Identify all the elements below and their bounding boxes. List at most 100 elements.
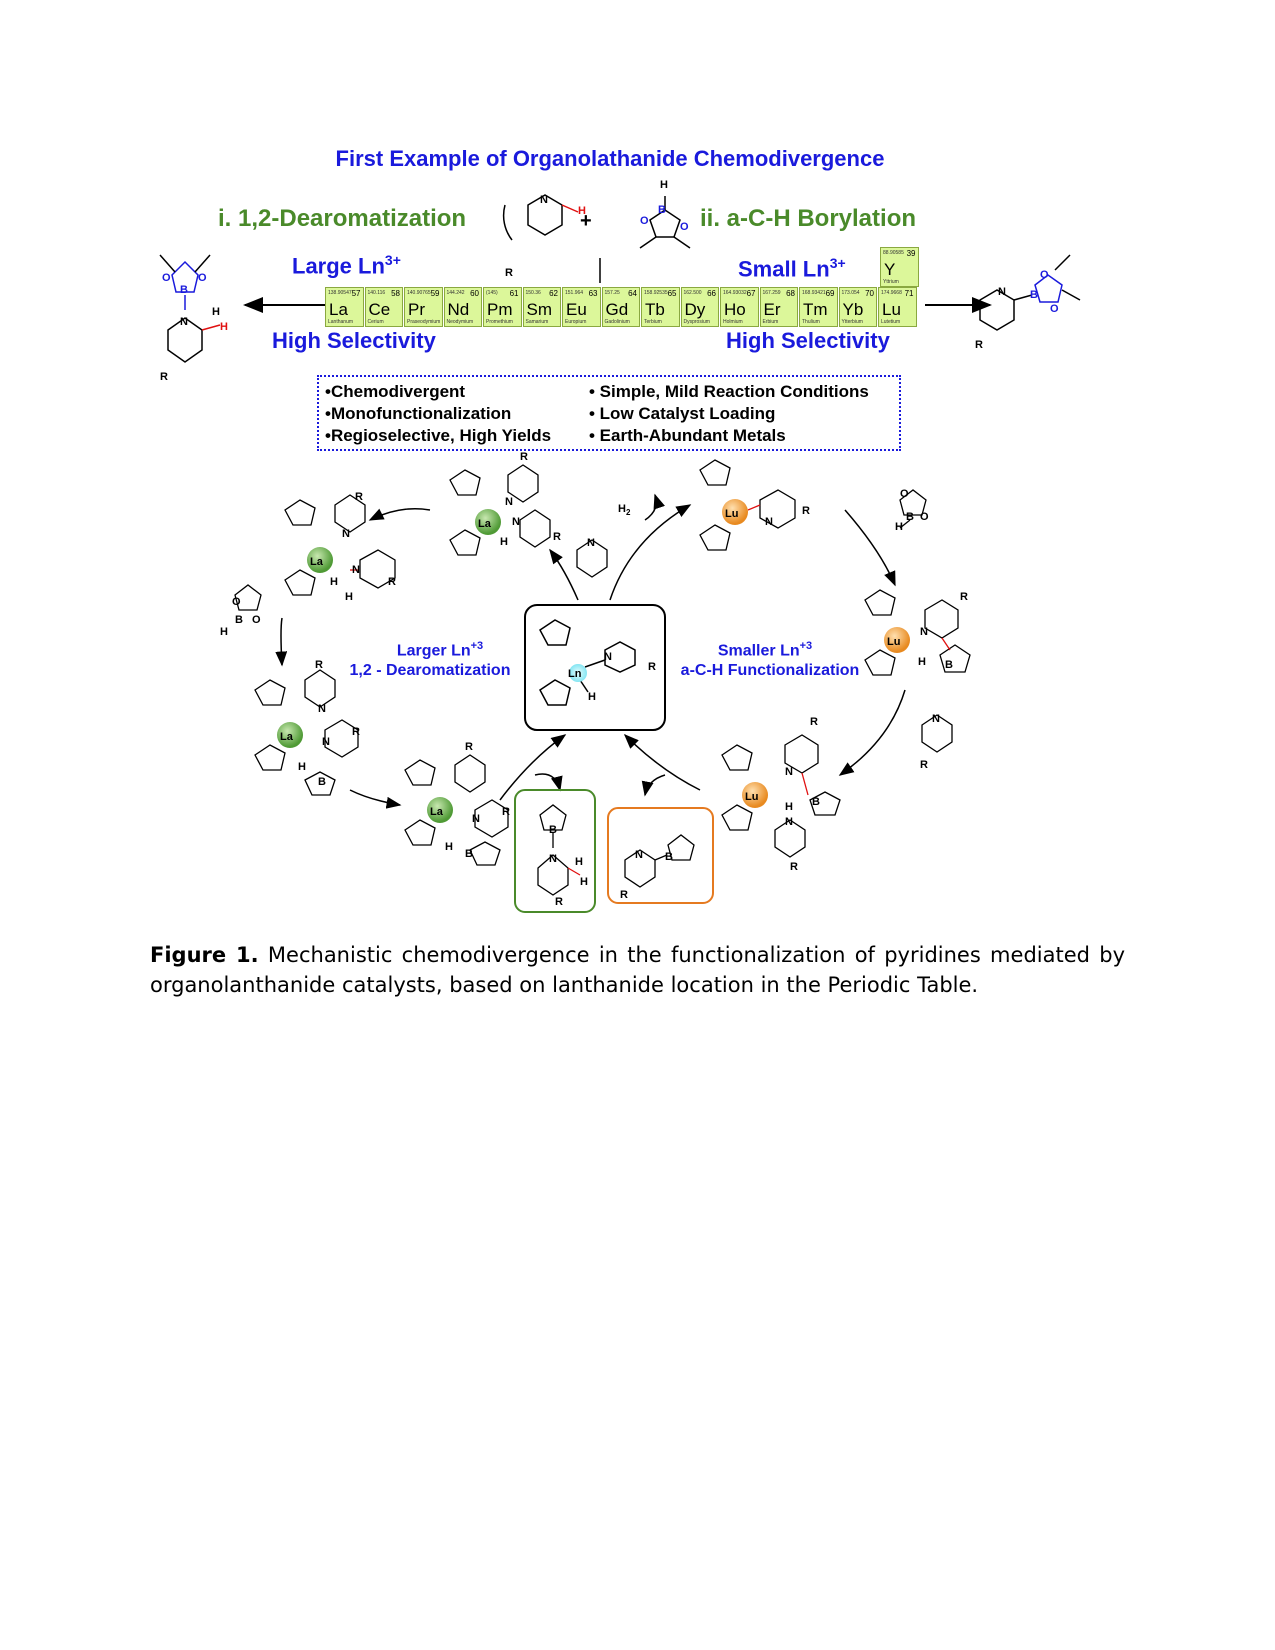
element-symbol: Gd <box>605 300 629 319</box>
la-complex-2: La N N R R H <box>449 451 561 556</box>
element-symbol: Er <box>763 300 781 319</box>
svg-text:B: B <box>180 284 188 296</box>
svg-text:H: H <box>785 801 793 813</box>
svg-text:N: N <box>505 496 513 508</box>
svg-text:N: N <box>322 736 330 748</box>
right-cycle-label-1: Smaller Ln+3 <box>717 640 813 660</box>
ln-metal-center <box>569 664 587 682</box>
svg-text:O: O <box>640 215 649 227</box>
svg-text:R: R <box>620 889 628 901</box>
element-number: 61 <box>509 289 519 298</box>
left-cycle-label-1: Larger Ln+3 <box>396 640 484 660</box>
feature-item: •Regioselective, High Yields <box>325 426 552 445</box>
element-mass: 168.93421 <box>802 290 826 296</box>
svg-text:R: R <box>388 576 396 588</box>
element-symbol: Nd <box>447 300 470 319</box>
svg-text:O: O <box>1050 303 1059 315</box>
h2-label: H2 <box>618 503 631 517</box>
element-name: Erbium <box>762 319 779 325</box>
svg-text:H: H <box>445 841 453 853</box>
svg-text:La: La <box>478 518 492 530</box>
element-name: Thulium <box>802 319 820 325</box>
element-name: Holmium <box>723 319 743 325</box>
element-name: Praseodymium <box>407 319 441 325</box>
hbpin-reagent <box>899 489 927 529</box>
svg-text:N: N <box>765 516 773 528</box>
right-cycle-label-2: a-C-H Functionalization <box>680 662 860 679</box>
svg-text:B: B <box>812 796 820 808</box>
svg-text:N: N <box>604 651 612 663</box>
central-catalyst-structure <box>539 619 636 706</box>
svg-text:O: O <box>252 614 261 626</box>
element-mass: 140.90765 <box>407 290 431 296</box>
element-mass: 157.25 <box>604 290 620 296</box>
svg-text:Lu: Lu <box>725 508 738 520</box>
svg-text:H: H <box>345 591 353 603</box>
svg-text:O: O <box>162 272 171 284</box>
svg-text:N: N <box>587 537 595 549</box>
element-mass: 173.054 <box>841 290 860 296</box>
element-mass: 158.92535 <box>644 290 668 296</box>
svg-text:R: R <box>553 531 561 543</box>
svg-text:R: R <box>355 491 363 503</box>
svg-text:R: R <box>465 741 473 753</box>
right-product-structure <box>979 254 1081 331</box>
element-name: Promethium <box>486 319 513 325</box>
svg-text:N: N <box>920 626 928 638</box>
element-number: 58 <box>391 289 400 298</box>
svg-text:B: B <box>465 848 473 860</box>
svg-text:R: R <box>520 451 528 463</box>
svg-text:R: R <box>790 861 798 873</box>
element-number: 69 <box>825 289 835 298</box>
left-header: i. 1,2-Dearomatization <box>218 205 467 232</box>
element-name: Samarium <box>525 319 549 325</box>
svg-text:La: La <box>310 556 324 568</box>
svg-text:N: N <box>932 713 940 725</box>
large-ln-label: Large Ln3+ <box>292 252 401 279</box>
element-number: 71 <box>904 289 914 298</box>
svg-text:H: H <box>220 626 228 638</box>
element-number: 62 <box>549 289 558 298</box>
svg-text:B: B <box>658 204 666 216</box>
element-number: 64 <box>628 289 637 298</box>
element-name: Lutetium <box>881 319 901 325</box>
caption-label: Figure 1. <box>150 943 259 967</box>
reactant-pyridine <box>502 194 579 241</box>
element-number: 63 <box>588 289 598 298</box>
element-symbol: Pr <box>408 300 425 319</box>
element-number: 68 <box>786 289 795 298</box>
hbpin-reagent-left <box>234 584 262 611</box>
lu-complex-3: Lu N R N R H B <box>721 716 841 873</box>
svg-text:N: N <box>352 564 360 576</box>
element-number: 67 <box>746 289 756 298</box>
element-symbol: Ho <box>724 300 746 319</box>
element-mass: 164.93032 <box>723 290 747 296</box>
element-name: Europium <box>565 319 587 325</box>
feature-item: •Monofunctionalization <box>325 404 512 423</box>
element-mass: 167.259 <box>762 290 781 296</box>
reactant-pinacolborane <box>639 196 691 249</box>
element-symbol: Sm <box>526 300 553 319</box>
features-left: •Chemodivergent •Monofunctionalization •… <box>325 381 551 447</box>
pyridine-reagent-left <box>576 539 608 578</box>
svg-text:B: B <box>235 614 243 626</box>
element-mass: 151.964 <box>565 290 584 296</box>
svg-text:O: O <box>198 272 207 284</box>
element-symbol: Eu <box>566 300 587 319</box>
feature-item: • Earth-Abundant Metals <box>589 426 786 445</box>
element-symbol: Pm <box>487 300 513 319</box>
svg-text:Lu: Lu <box>887 636 900 648</box>
svg-text:N: N <box>472 813 480 825</box>
svg-text:O: O <box>680 221 689 233</box>
svg-text:R: R <box>802 505 810 517</box>
svg-text:La: La <box>280 731 294 743</box>
features-right: • Simple, Mild Reaction Conditions • Low… <box>589 381 869 447</box>
caption-text: Mechanistic chemodivergence in the funct… <box>150 943 1125 997</box>
